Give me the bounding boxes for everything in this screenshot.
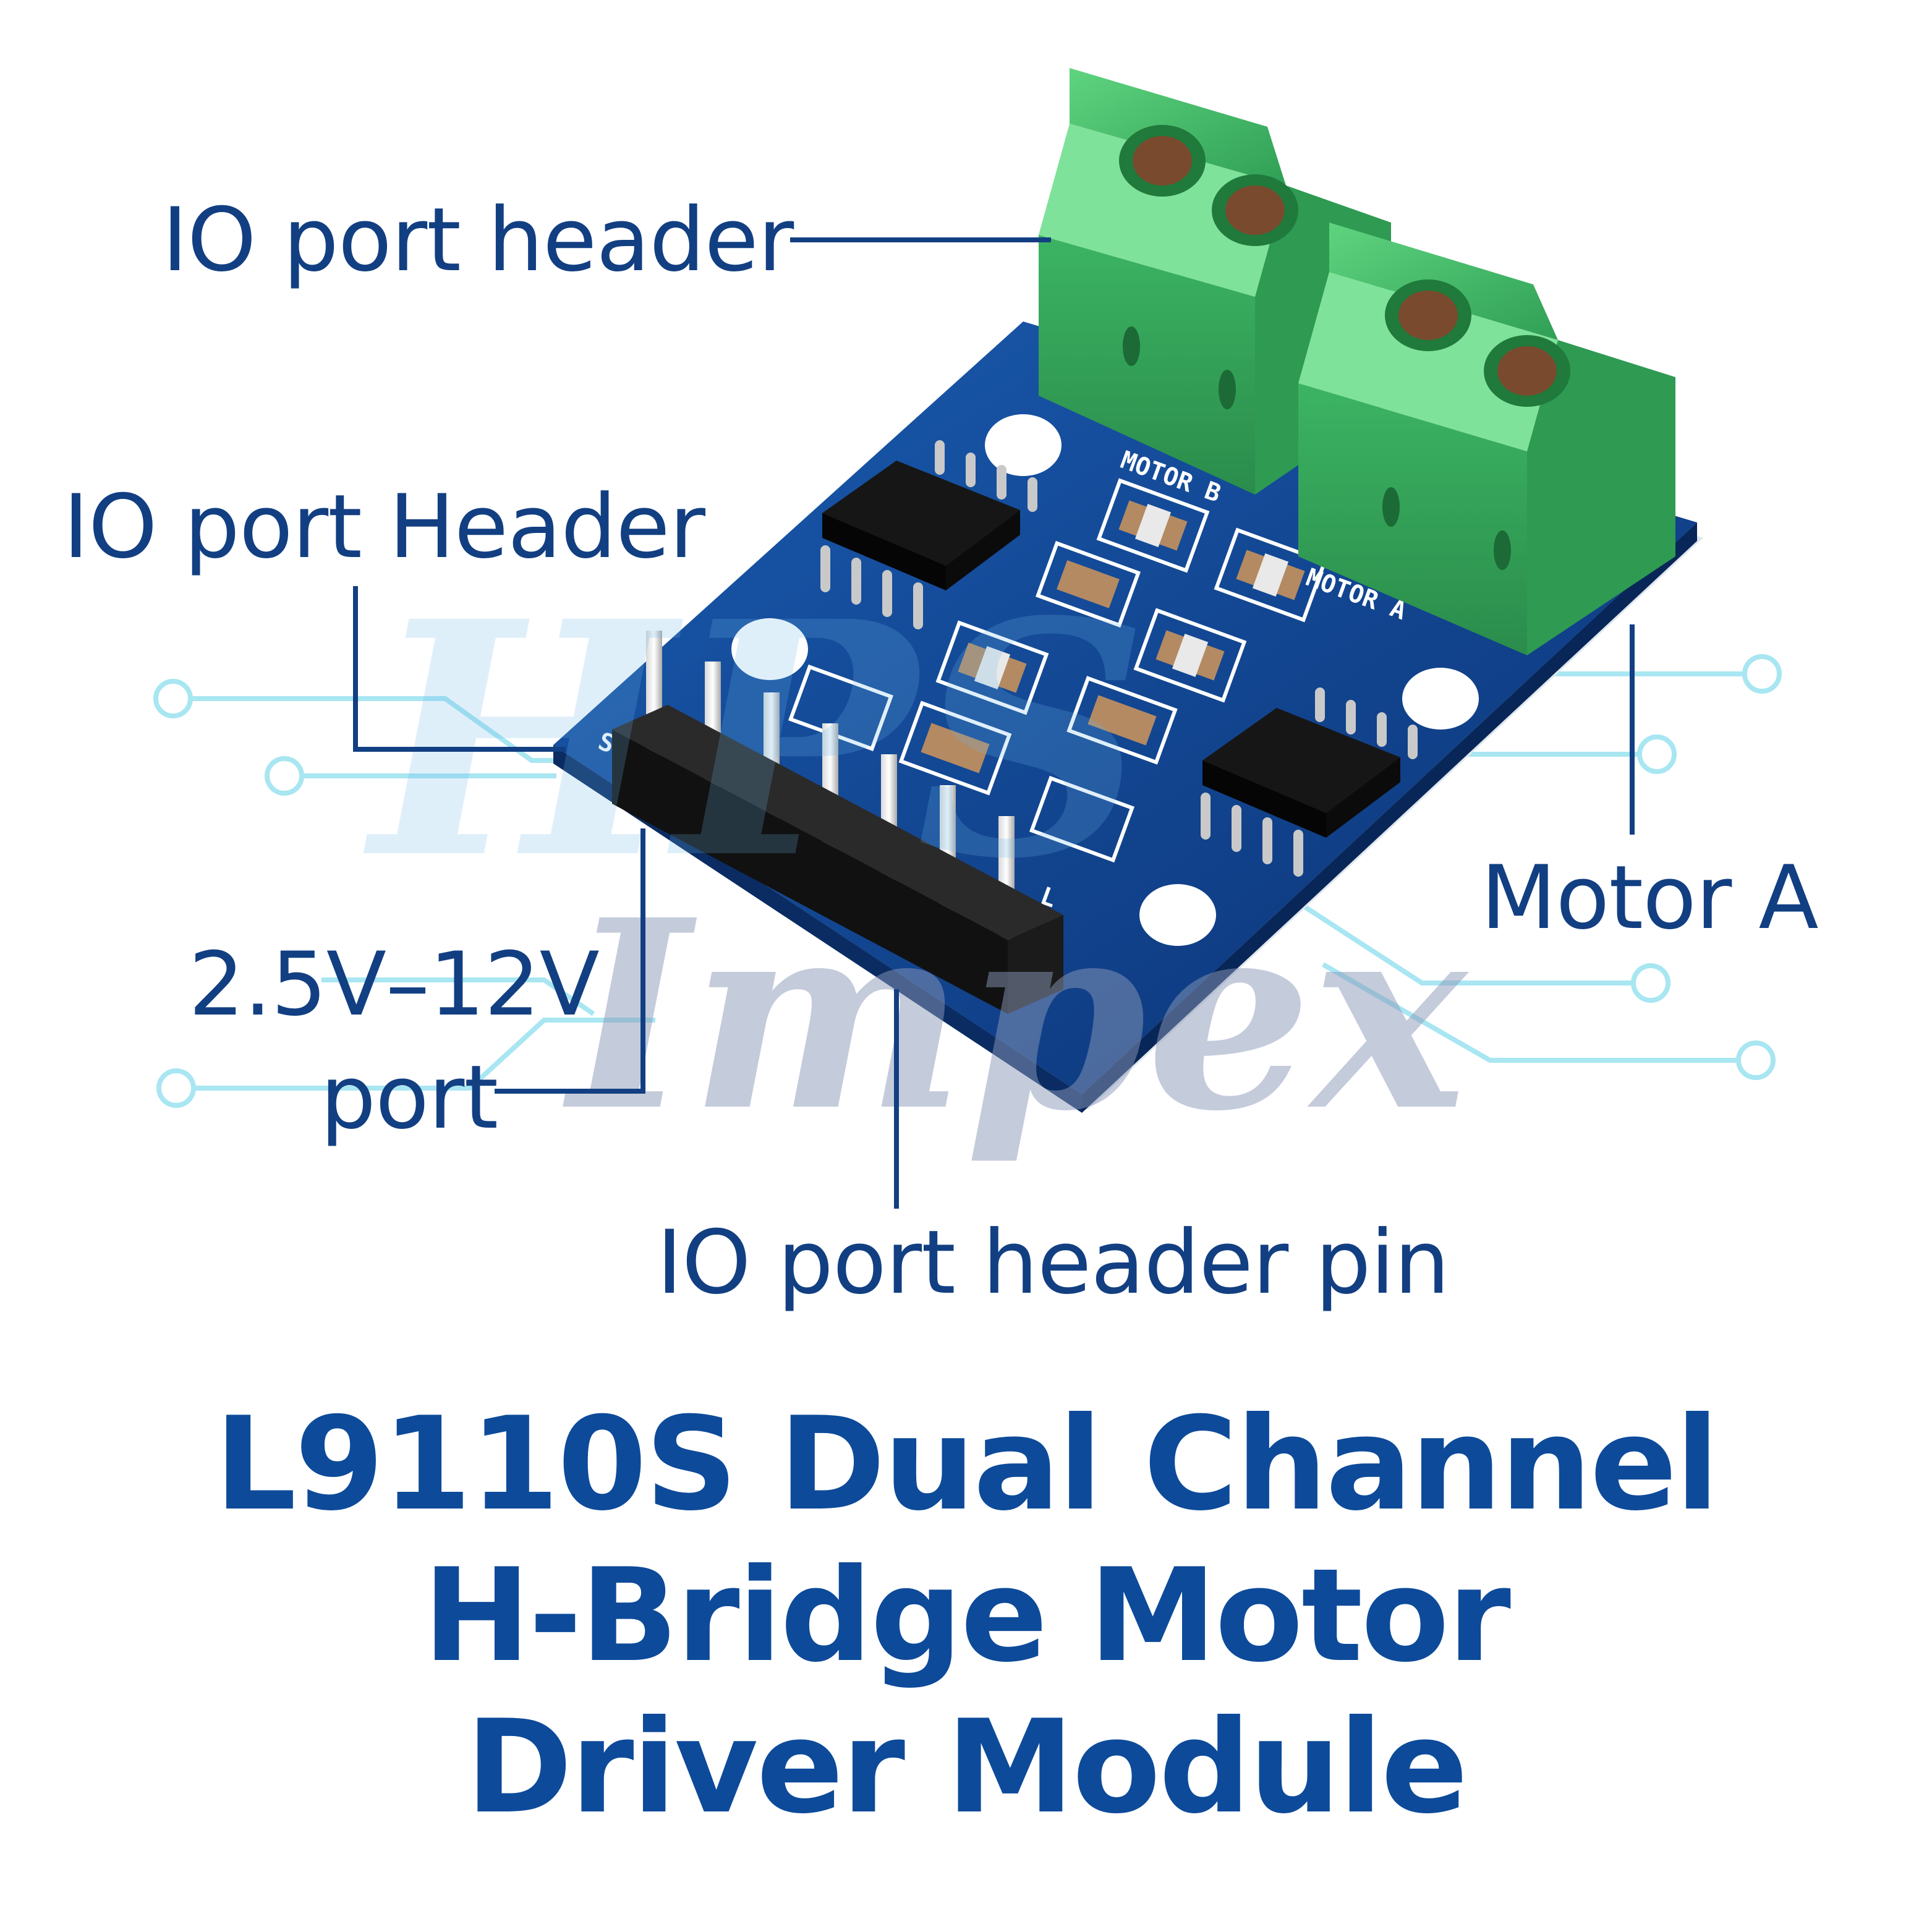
label-io-port-header-pin: IO port header pin [657,1212,1450,1314]
leader-line-left-header [353,586,566,752]
svg-text:Impex: Impex [561,864,1470,1168]
mounting-hole [1139,884,1216,946]
label-io-port-header-left: IO port Header [63,476,705,578]
leader-line-voltage [495,828,645,1094]
label-io-port-header-top: IO port header [162,189,794,291]
label-motor-a: Motor A [1481,847,1819,949]
mounting-hole [731,618,808,680]
watermark: HPS Impex [361,551,1470,1168]
label-voltage-line1: 2.5V–12V [189,934,600,1036]
pin-header [612,631,1063,1014]
mounting-hole [985,414,1062,476]
product-title-line2: H-Bridge Motor [423,1541,1511,1691]
label-voltage-line2: port [320,1047,498,1149]
svg-text:HPS: HPS [361,551,1149,929]
motor-driver-chip [1201,687,1418,877]
product-title-line1: L9110S Dual Channel [214,1390,1719,1539]
product-title-line3: Driver Module [466,1693,1468,1842]
screw-terminal-motor-a [1298,223,1675,655]
mounting-hole [1402,668,1479,730]
motor-driver-chip [820,440,1037,629]
leader-lines [353,237,1635,1209]
